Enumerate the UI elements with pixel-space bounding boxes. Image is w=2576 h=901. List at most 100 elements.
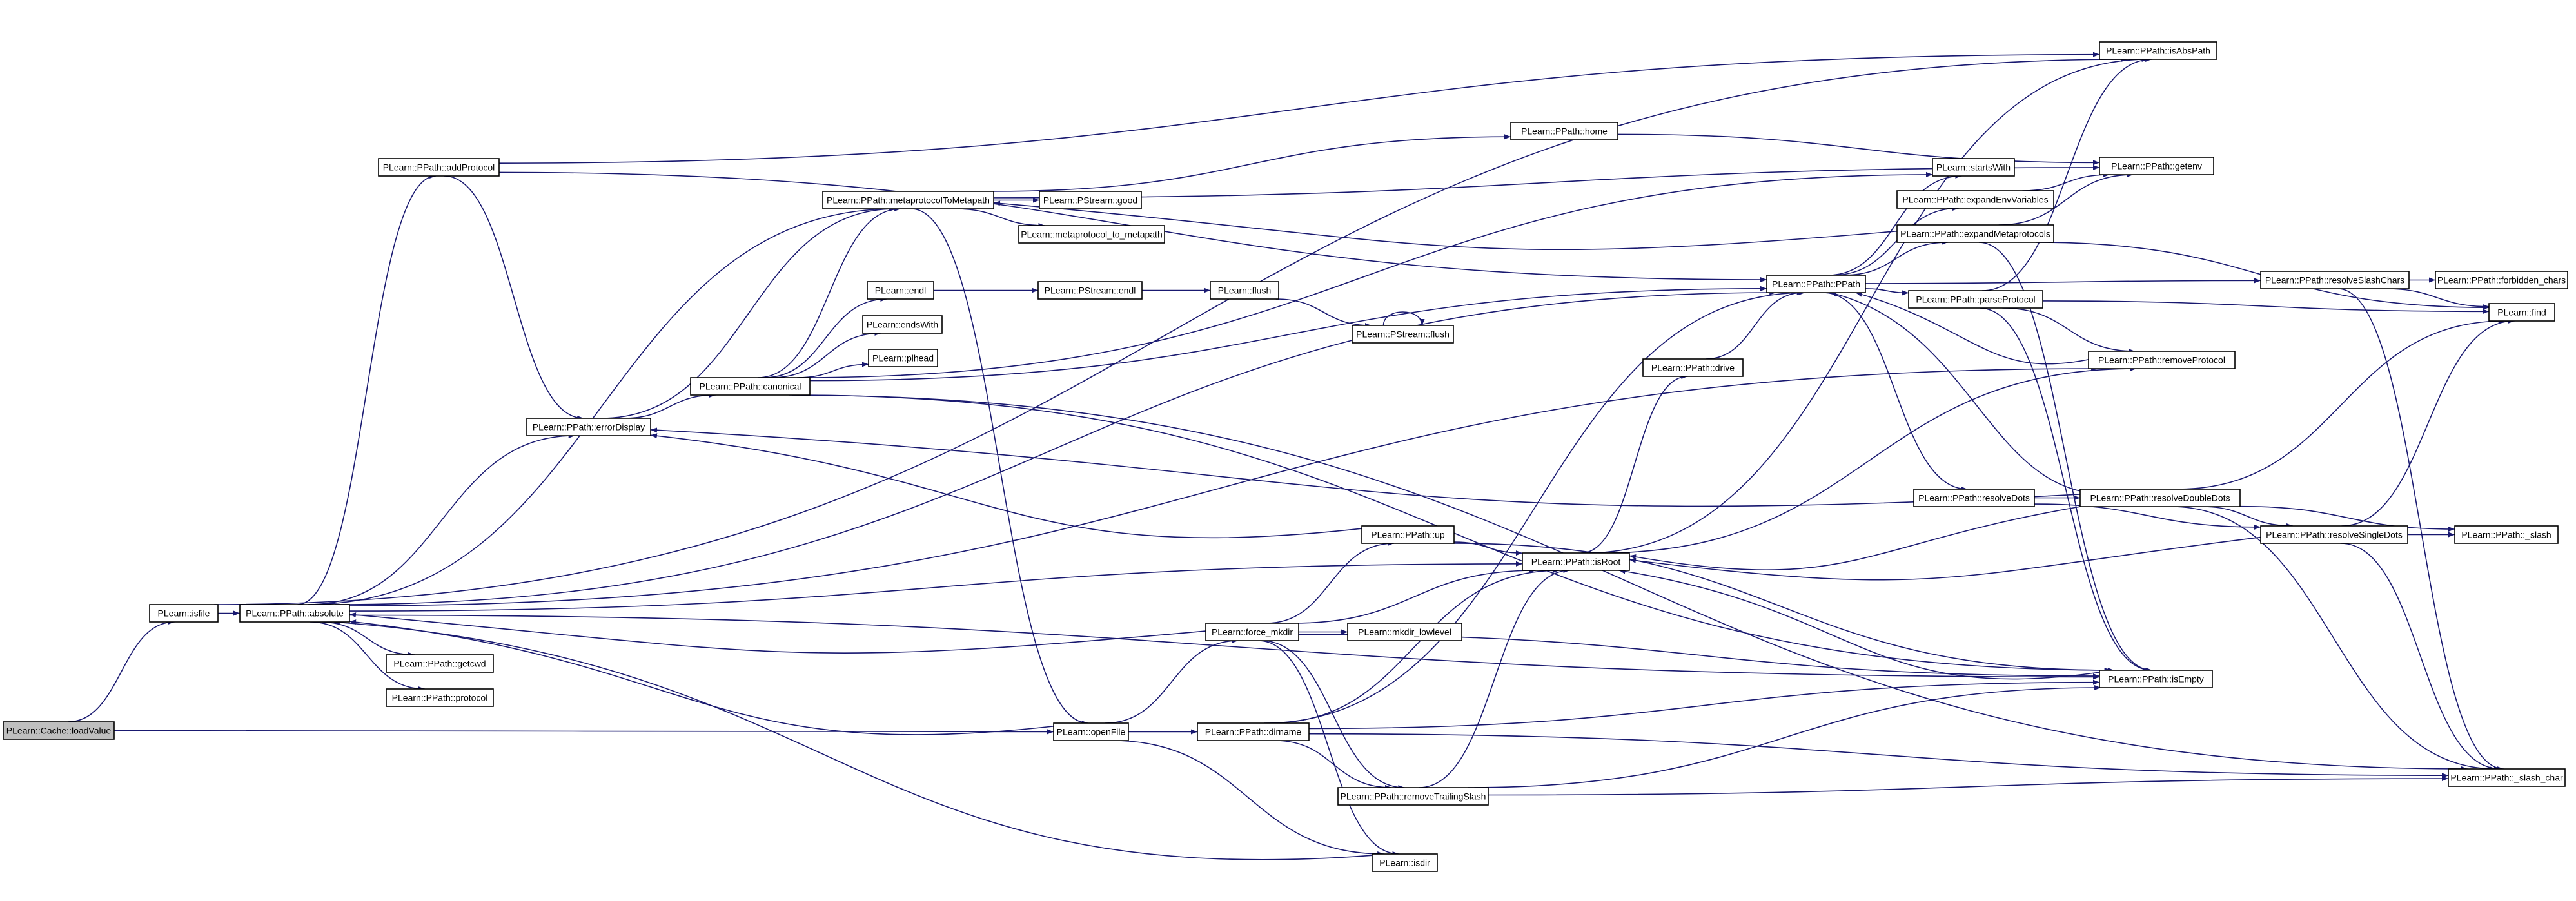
node-slashchar[interactable]: PLearn::PPath::_slash_char — [2448, 768, 2566, 787]
node-box[interactable] — [2260, 525, 2408, 544]
node-box[interactable] — [2454, 525, 2559, 544]
node-isEmpty[interactable]: PLearn::PPath::isEmpty — [2099, 670, 2213, 688]
node-box[interactable] — [690, 377, 811, 396]
node-box[interactable] — [1896, 224, 2054, 243]
node-box[interactable] — [1352, 325, 1454, 344]
node-box[interactable] — [2099, 670, 2213, 688]
node-box[interactable] — [1913, 489, 2035, 507]
node-box[interactable] — [1053, 722, 1129, 741]
node-box[interactable] — [1205, 623, 1299, 641]
node-box[interactable] — [1361, 525, 1455, 544]
node-resolveDots[interactable]: PLearn::PPath::resolveDots — [1913, 489, 2035, 507]
node-getcwd[interactable]: PLearn::PPath::getcwd — [386, 654, 494, 673]
node-box[interactable] — [526, 418, 651, 436]
node-getenv[interactable]: PLearn::PPath::getenv — [2099, 157, 2214, 175]
node-canonical[interactable]: PLearn::PPath::canonical — [690, 377, 811, 396]
node-box[interactable] — [1766, 275, 1866, 293]
node-endsWith[interactable]: PLearn::endsWith — [862, 315, 943, 334]
node-absolute[interactable]: PLearn::PPath::absolute — [239, 604, 350, 623]
node-plhead[interactable]: PLearn::plhead — [868, 349, 938, 367]
node-find[interactable]: PLearn::find — [2488, 303, 2555, 322]
node-box[interactable] — [386, 654, 494, 673]
node-box[interactable] — [149, 604, 219, 623]
node-errorDisplay[interactable]: PLearn::PPath::errorDisplay — [526, 418, 651, 436]
node-box[interactable] — [1896, 190, 2054, 209]
node-resolveDD[interactable]: PLearn::PPath::resolveDoubleDots — [2079, 489, 2241, 507]
node-box[interactable] — [1510, 122, 1618, 140]
node-isAbsPath[interactable]: PLearn::PPath::isAbsPath — [2099, 41, 2217, 60]
node-box[interactable] — [1197, 722, 1310, 741]
node-box[interactable] — [822, 191, 994, 209]
node-isRoot[interactable]: PLearn::PPath::isRoot — [1522, 552, 1630, 571]
node-removeProtocol[interactable]: PLearn::PPath::removeProtocol — [2088, 351, 2236, 369]
node-expMeta[interactable]: PLearn::PPath::expandMetaprotocols — [1896, 224, 2054, 243]
node-label: PLearn::plhead — [872, 353, 934, 363]
edge-openFile-to-isdir — [1112, 740, 1384, 857]
edge-absolute-to-m2m — [308, 206, 896, 605]
node-box[interactable] — [3, 721, 115, 740]
edge — [798, 171, 1933, 378]
node-label: PLearn::PPath::expandEnvVariables — [1902, 195, 2048, 205]
node-loadValue[interactable]: PLearn::Cache::loadValue — [3, 721, 115, 740]
node-endl[interactable]: PLearn::endl — [867, 281, 934, 300]
node-label: PLearn::endl — [875, 286, 926, 296]
node-box[interactable] — [2088, 351, 2236, 369]
edge-layer — [68, 52, 2515, 860]
node-box[interactable] — [867, 281, 934, 300]
node-box[interactable] — [862, 315, 943, 334]
node-up[interactable]: PLearn::PPath::up — [1361, 525, 1455, 544]
node-box[interactable] — [2099, 41, 2217, 60]
node-box[interactable] — [1337, 787, 1489, 806]
node-mp2mp[interactable]: PLearn::metaprotocol_to_metapath — [1018, 225, 1165, 244]
node-box[interactable] — [2488, 303, 2555, 322]
node-box[interactable] — [1372, 853, 1438, 872]
node-openFile[interactable]: PLearn::openFile — [1053, 722, 1129, 741]
node-box[interactable] — [2435, 271, 2568, 289]
node-box[interactable] — [1347, 623, 1462, 641]
node-psgood[interactable]: PLearn::PStream::good — [1039, 191, 1142, 209]
node-expEnv[interactable]: PLearn::PPath::expandEnvVariables — [1896, 190, 2054, 209]
node-protocol[interactable]: PLearn::PPath::protocol — [386, 688, 494, 707]
node-dirname[interactable]: PLearn::PPath::dirname — [1197, 722, 1310, 741]
node-box[interactable] — [1932, 158, 2015, 177]
node-drive[interactable]: PLearn::PPath::drive — [1642, 358, 1744, 377]
node-mkdirlow[interactable]: PLearn::mkdir_lowlevel — [1347, 623, 1462, 641]
node-resolveSlash[interactable]: PLearn::PPath::resolveSlashChars — [2260, 271, 2410, 289]
node-isfile[interactable]: PLearn::isfile — [149, 604, 219, 623]
node-rts[interactable]: PLearn::PPath::removeTrailingSlash — [1337, 787, 1489, 806]
node-ppath[interactable]: PLearn::PPath::PPath — [1766, 275, 1866, 293]
node-box[interactable] — [1037, 281, 1143, 300]
edge — [911, 208, 1088, 726]
edge — [990, 134, 1511, 192]
node-box[interactable] — [1018, 225, 1165, 244]
node-box[interactable] — [239, 604, 350, 623]
node-startsWith[interactable]: PLearn::startsWith — [1932, 158, 2015, 177]
node-box[interactable] — [386, 688, 494, 707]
edge-expMeta-to-m2m — [993, 200, 1898, 251]
edge — [2022, 172, 2110, 191]
node-box[interactable] — [2260, 271, 2410, 289]
node-home[interactable]: PLearn::PPath::home — [1510, 122, 1618, 140]
node-flush[interactable]: PLearn::flush — [1210, 281, 1279, 300]
node-box[interactable] — [378, 158, 500, 177]
node-box[interactable] — [2079, 489, 2241, 507]
edge — [763, 296, 887, 378]
node-box[interactable] — [1210, 281, 1279, 300]
node-resolveSD[interactable]: PLearn::PPath::resolveSingleDots — [2260, 525, 2408, 544]
node-parseProtocol[interactable]: PLearn::PPath::parseProtocol — [1908, 290, 2043, 309]
node-box[interactable] — [1908, 290, 2043, 309]
node-box[interactable] — [868, 349, 938, 367]
node-isdir[interactable]: PLearn::isdir — [1372, 853, 1438, 872]
node-slash[interactable]: PLearn::PPath::_slash — [2454, 525, 2559, 544]
node-box[interactable] — [1522, 552, 1630, 571]
node-forbidden[interactable]: PLearn::PPath::forbidden_chars — [2435, 271, 2568, 289]
node-m2m[interactable]: PLearn::PPath::metaprotocolToMetapath — [822, 191, 994, 209]
node-psflush[interactable]: PLearn::PStream::flush — [1352, 325, 1454, 344]
node-box[interactable] — [1039, 191, 1142, 209]
node-psendl[interactable]: PLearn::PStream::endl — [1037, 281, 1143, 300]
node-box[interactable] — [2448, 768, 2566, 787]
node-box[interactable] — [2099, 157, 2214, 175]
node-forcemkdir[interactable]: PLearn::force_mkdir — [1205, 623, 1299, 641]
node-box[interactable] — [1642, 358, 1744, 377]
node-addProtocol[interactable]: PLearn::PPath::addProtocol — [378, 158, 500, 177]
